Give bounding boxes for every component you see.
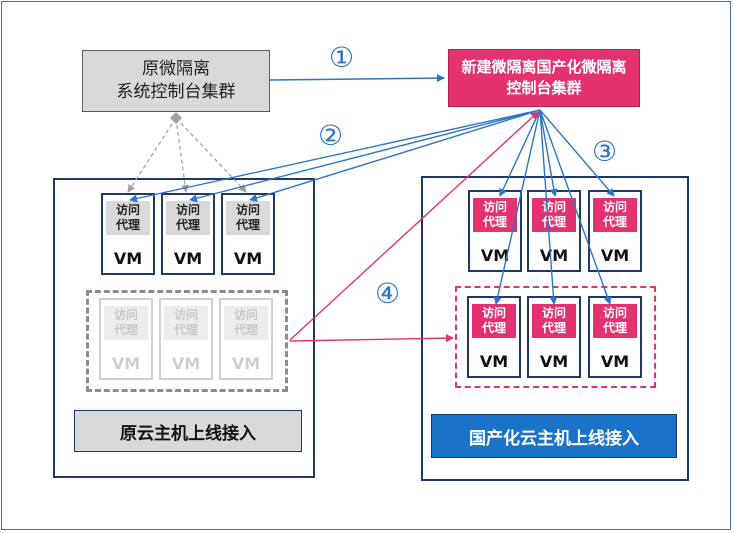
legacy-zone-caption: 原云主机上线接入 [74,410,302,452]
vm-label: VM [480,246,510,265]
access-agent: 访问代理 [106,201,150,235]
legacy-vm-2: 访问代理 VM [161,193,215,275]
step-2-marker: ② [318,119,344,152]
vm-label: VM [600,246,630,265]
migrating-vm-1: 访问代理 VM [99,298,153,380]
step-1-marker: ① [329,41,355,74]
migrating-vm-2: 访问代理 VM [159,298,213,380]
access-agent: 访问代理 [224,306,268,340]
vm-label: VM [171,354,201,373]
access-agent: 访问代理 [532,198,576,232]
domestic-vm-2: 访问代理 VM [527,190,581,272]
legacy-console-cluster: 原微隔离 系统控制台集群 [82,50,270,112]
new-console-title: 新建微隔离国产化微隔离控制台集群 [461,58,627,97]
migrating-vm-group [86,290,288,392]
access-agent: 访问代理 [164,306,208,340]
access-agent: 访问代理 [472,304,516,338]
migrating-vm-3: 访问代理 VM [219,298,273,380]
vm-label: VM [173,249,203,268]
access-agent: 访问代理 [593,304,637,338]
access-agent: 访问代理 [166,201,210,235]
vm-label: VM [231,354,261,373]
step-4-marker: ④ [375,277,401,310]
migrated-vm-3: 访问代理 VM [588,296,642,378]
access-agent: 访问代理 [532,304,576,338]
domestic-vm-1: 访问代理 VM [468,190,522,272]
legacy-vm-3: 访问代理 VM [221,193,275,275]
migrated-vm-2: 访问代理 VM [527,296,581,378]
vm-label: VM [111,354,141,373]
step-3-marker: ③ [592,135,618,168]
access-agent: 访问代理 [226,201,270,235]
legacy-console-line2: 系统控制台集群 [116,82,236,102]
vm-label: VM [233,249,263,268]
access-agent: 访问代理 [104,306,148,340]
legacy-console-line1: 原微隔离 [142,59,210,79]
vm-label: VM [600,352,630,371]
new-console-cluster: 新建微隔离国产化微隔离控制台集群 [448,49,640,107]
vm-label: VM [539,246,569,265]
access-agent: 访问代理 [473,198,517,232]
vm-label: VM [479,352,509,371]
vm-label: VM [113,249,143,268]
access-agent: 访问代理 [593,198,637,232]
legacy-vm-1: 访问代理 VM [101,193,155,275]
vm-label: VM [539,352,569,371]
domestic-zone-caption: 国产化云主机上线接入 [431,414,677,458]
domestic-vm-3: 访问代理 VM [588,190,642,272]
migrated-vm-1: 访问代理 VM [467,296,521,378]
